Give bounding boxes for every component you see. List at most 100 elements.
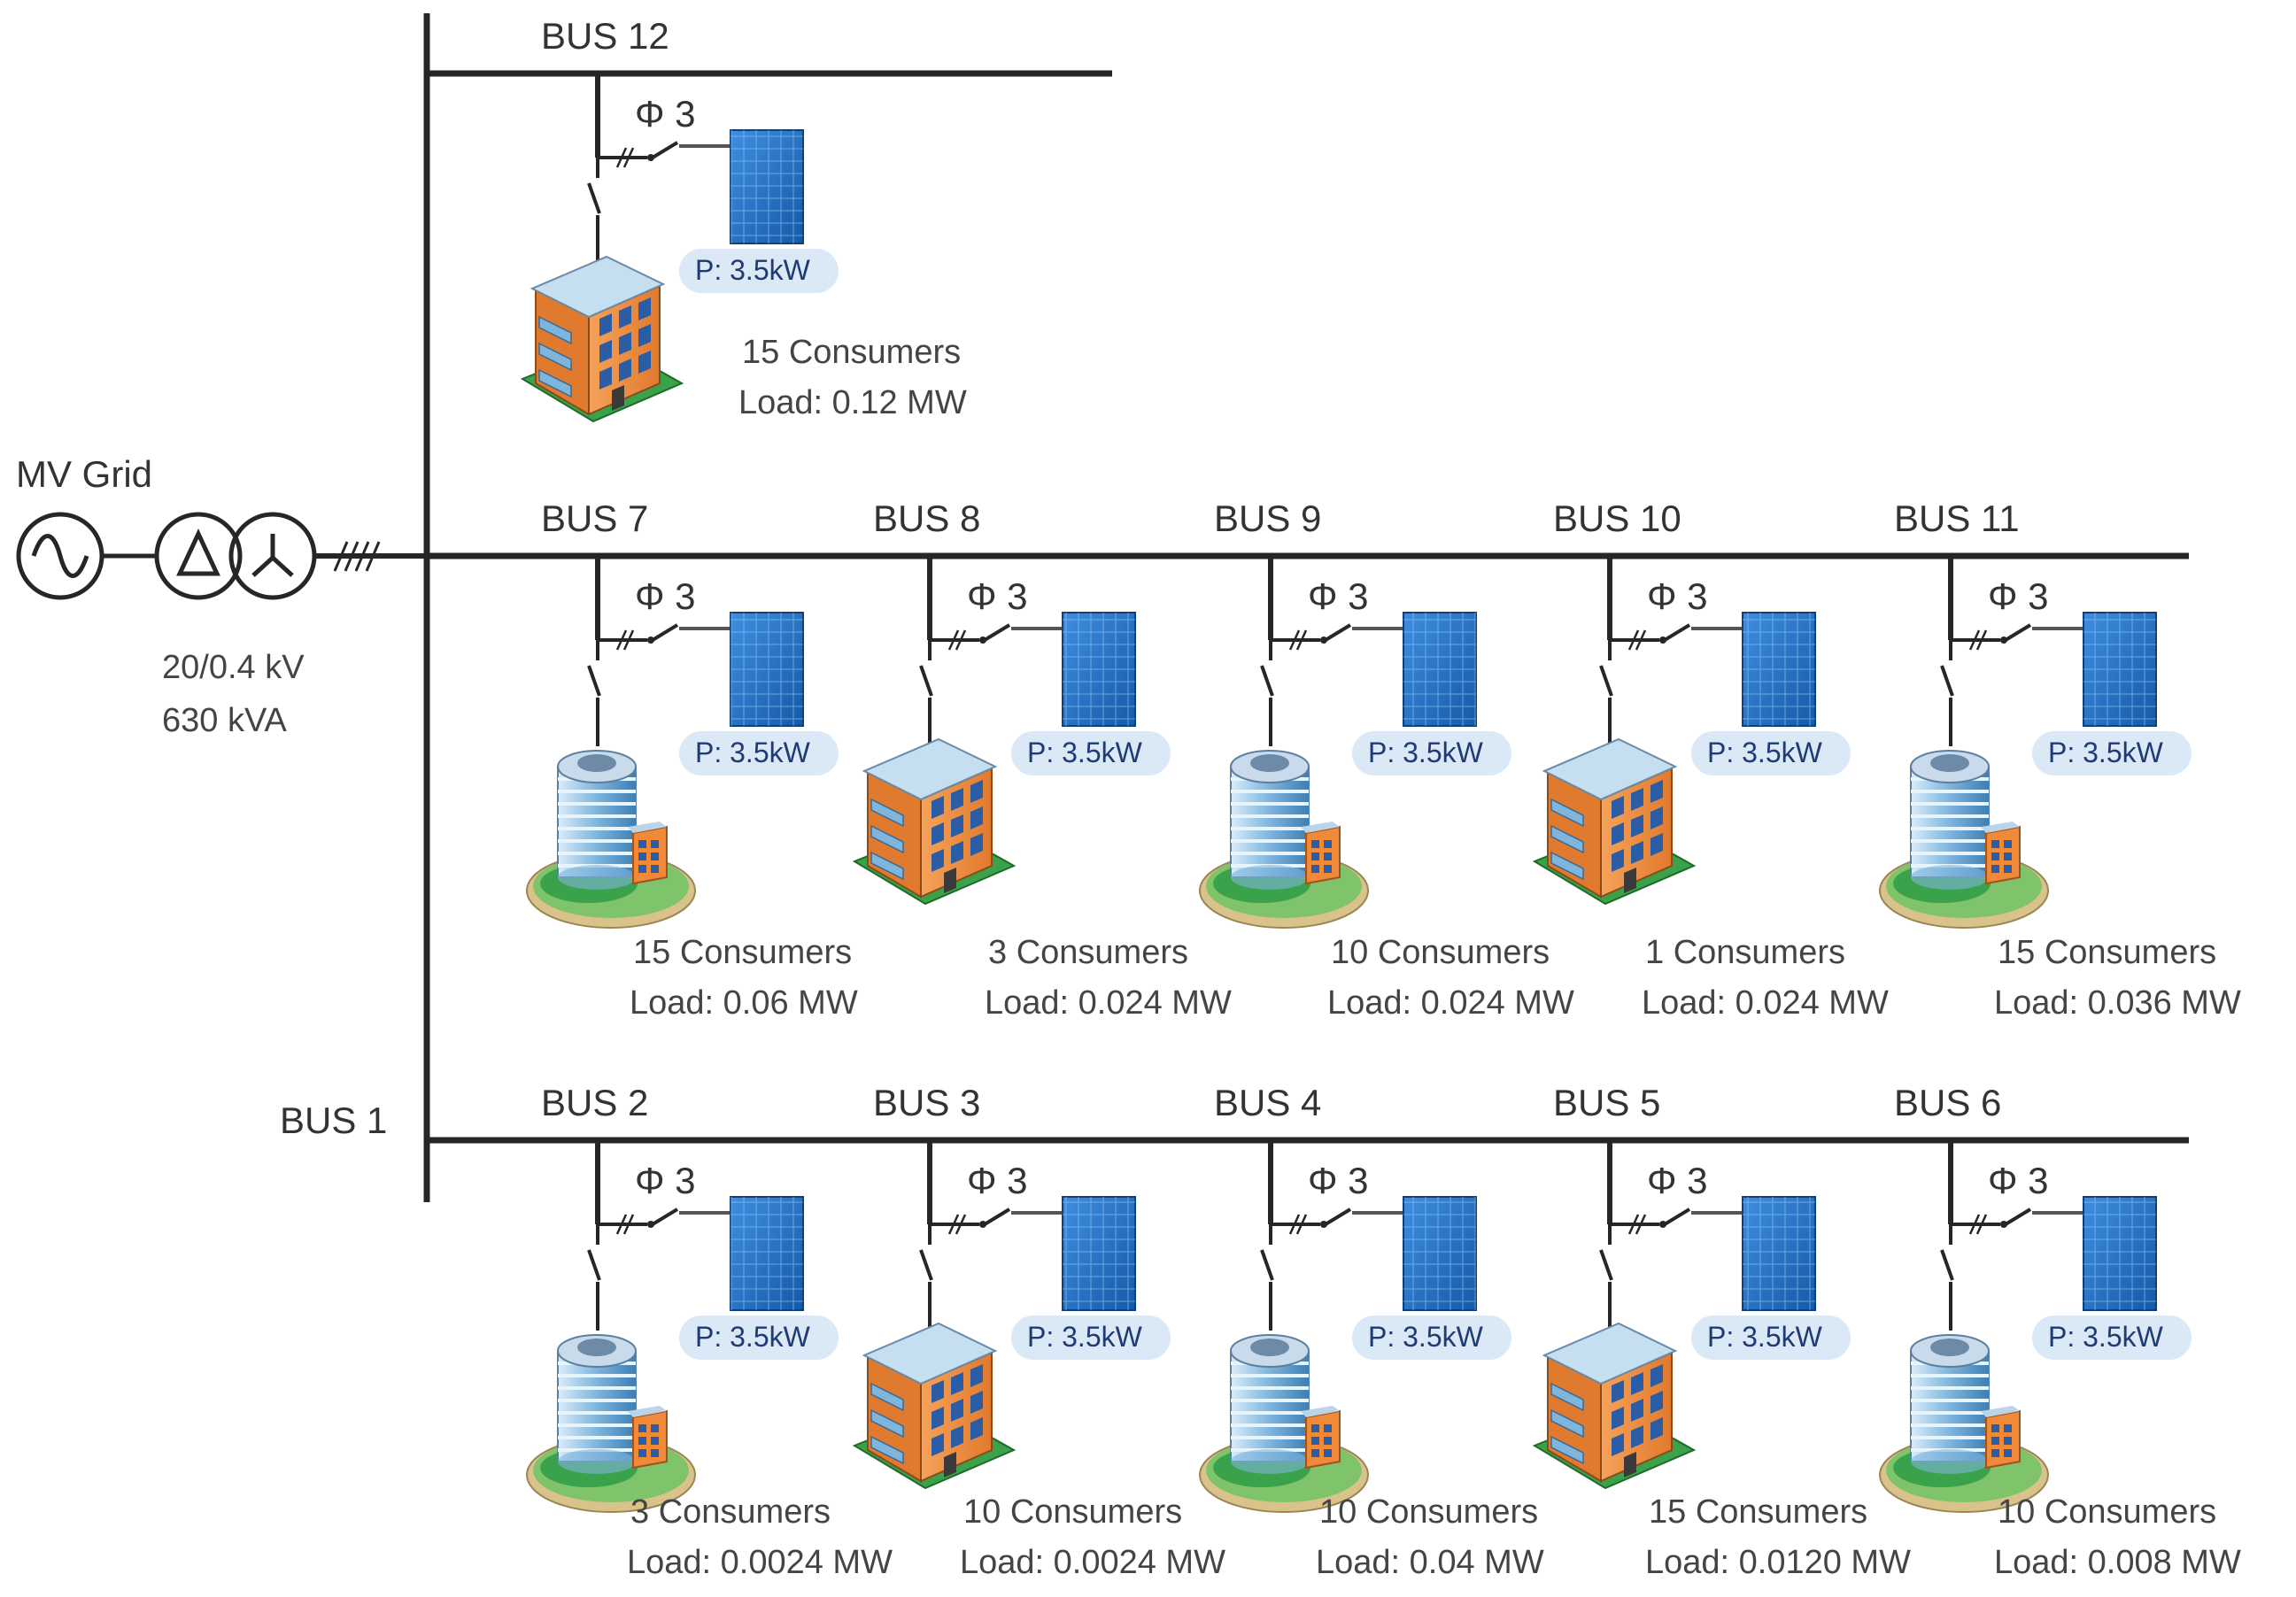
three-phase-marker-icon [333, 541, 381, 572]
three-phase-marker-icon [1627, 629, 1647, 651]
pv-rating-badge [1691, 1315, 1851, 1360]
three-phase-marker-icon [615, 1214, 635, 1235]
load-value: Load: 0.0120 MW [1645, 1544, 1911, 1581]
pv-rating-badge [679, 731, 839, 775]
load-value: Load: 0.04 MW [1316, 1544, 1544, 1581]
phase-label: Φ 3 [635, 575, 696, 617]
three-phase-marker-icon [1968, 1214, 1988, 1235]
apartment-building-icon [1532, 1322, 1697, 1490]
three-phase-marker-icon [1288, 629, 1308, 651]
load-value: Load: 0.06 MW [630, 984, 858, 1022]
office-tower-icon [526, 1334, 696, 1513]
office-tower-icon [526, 750, 696, 929]
load-value: Load: 0.0024 MW [960, 1544, 1225, 1581]
pv-rating-badge [1691, 731, 1851, 775]
phase-label: Φ 3 [635, 1160, 696, 1201]
office-tower-icon [1879, 750, 2049, 929]
load-value: Load: 0.0024 MW [627, 1544, 893, 1581]
solar-panel-icon [730, 129, 804, 244]
load-value: Load: 0.036 MW [1994, 984, 2241, 1022]
mv-grid-label: MV Grid [16, 453, 152, 495]
pv-rating-badge [679, 1315, 839, 1360]
pv-rating-label: P: 3.5kW [1707, 1321, 1823, 1353]
load-value: Load: 0.024 MW [1642, 984, 1889, 1022]
bus-label: BUS 10 [1553, 498, 1681, 539]
three-phase-marker-icon [947, 629, 967, 651]
consumer-count: 3 Consumers [630, 1493, 831, 1531]
phase-label: Φ 3 [967, 1160, 1028, 1201]
pv-rating-badge [2032, 731, 2192, 775]
pv-rating-label: P: 3.5kW [695, 1321, 811, 1353]
solar-panel-icon [730, 1196, 804, 1311]
solar-panel-icon [1742, 612, 1816, 727]
pv-rating-label: P: 3.5kW [1027, 737, 1143, 768]
pv-rating-label: P: 3.5kW [1368, 1321, 1484, 1353]
consumer-count: 15 Consumers [742, 334, 961, 371]
consumer-count: 15 Consumers [1649, 1493, 1867, 1531]
apartment-building-icon [852, 737, 1017, 906]
office-tower-icon [1199, 1334, 1369, 1513]
consumer-count: 1 Consumers [1645, 934, 1845, 971]
apartment-building-icon [852, 1322, 1017, 1490]
pv-rating-label: P: 3.5kW [2048, 737, 2164, 768]
pv-rating-badge [1011, 1315, 1171, 1360]
bus-label: BUS 2 [541, 1082, 648, 1123]
three-phase-marker-icon [615, 147, 635, 168]
three-phase-marker-icon [1968, 629, 1988, 651]
mv-grid-source: MV Grid 20/0.4 kV 630 kVA [16, 453, 427, 739]
bus-label: BUS 11 [1894, 498, 2020, 539]
office-tower-icon [1879, 1334, 2049, 1513]
three-phase-marker-icon [947, 1214, 967, 1235]
three-phase-marker-icon [1288, 1214, 1308, 1235]
three-phase-marker-icon [1627, 1214, 1647, 1235]
bus-label: BUS 3 [873, 1082, 980, 1123]
load-value: Load: 0.12 MW [738, 384, 967, 421]
consumer-count: 10 Consumers [1331, 934, 1550, 971]
pv-rating-badge [1011, 731, 1171, 775]
bus-label: BUS 4 [1214, 1082, 1321, 1123]
consumer-count: 15 Consumers [1998, 934, 2216, 971]
bus-1-label: BUS 1 [280, 1099, 387, 1141]
phase-label: Φ 3 [1647, 1160, 1708, 1201]
solar-panel-icon [2083, 612, 2157, 727]
pv-rating-badge [679, 249, 839, 293]
three-phase-marker-icon [615, 629, 635, 651]
consumer-count: 15 Consumers [633, 934, 852, 971]
load-value: Load: 0.008 MW [1994, 1544, 2241, 1581]
pv-rating-badge [1352, 731, 1511, 775]
office-tower-icon [1199, 750, 1369, 929]
bus-label: BUS 8 [873, 498, 980, 539]
pv-rating-label: P: 3.5kW [1368, 737, 1484, 768]
phase-label: Φ 3 [1308, 575, 1369, 617]
consumer-count: 10 Consumers [1319, 1493, 1538, 1531]
bus-label: BUS 9 [1214, 498, 1321, 539]
phase-label: Φ 3 [635, 93, 696, 135]
transformer-voltage: 20/0.4 kV [162, 649, 305, 686]
transformer-rating: 630 kVA [162, 702, 287, 739]
solar-panel-icon [2083, 1196, 2157, 1311]
bus-label: BUS 6 [1894, 1082, 2001, 1123]
phase-label: Φ 3 [1988, 1160, 2049, 1201]
phase-label: Φ 3 [967, 575, 1028, 617]
pv-rating-badge [1352, 1315, 1511, 1360]
ac-source-icon [16, 512, 104, 600]
load-value: Load: 0.024 MW [985, 984, 1232, 1022]
phase-label: Φ 3 [1647, 575, 1708, 617]
solar-panel-icon [1403, 612, 1477, 727]
pv-rating-label: P: 3.5kW [2048, 1321, 2164, 1353]
pv-rating-label: P: 3.5kW [1027, 1321, 1143, 1353]
phase-label: Φ 3 [1988, 575, 2049, 617]
consumer-count: 3 Consumers [988, 934, 1188, 971]
